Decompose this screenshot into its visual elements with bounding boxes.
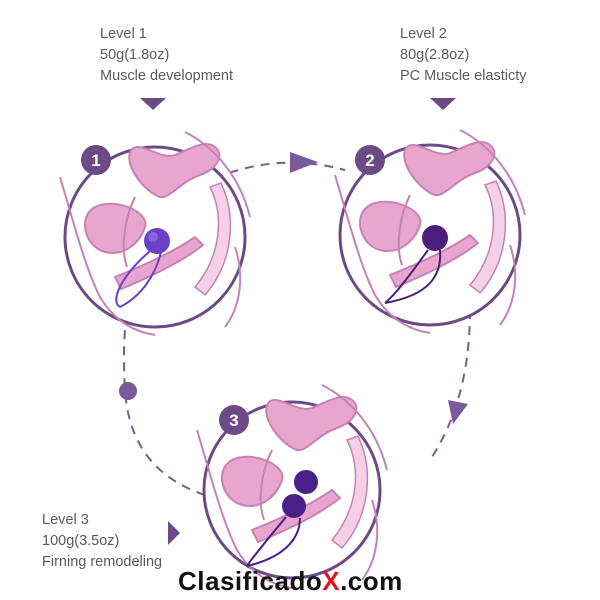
level1-illustration: [59, 131, 251, 336]
level2-purpose: PC Muscle elasticty: [400, 68, 527, 84]
arrow-down-icon: [448, 400, 468, 424]
level1-caption: Level 1 50g(1.8oz) Muscle development: [100, 24, 233, 87]
level1-badge-number: 1: [91, 151, 100, 170]
cycle-dot-icon: [119, 382, 137, 400]
level2-badge-number: 2: [365, 151, 374, 170]
arrow-right-icon: [290, 152, 318, 173]
level3-badge-number: 3: [229, 411, 238, 430]
level2-weight: 80g(2.8oz): [400, 47, 470, 63]
level3-badge: 3: [219, 405, 249, 435]
level1-badge: 1: [81, 145, 111, 175]
level3-purpose: Firning remodeling: [42, 554, 163, 570]
watermark-accent: X: [322, 566, 341, 596]
level3-weight: 100g(3.5oz): [42, 533, 120, 549]
level3-pointer-icon: [168, 521, 180, 545]
connector-3-to-1: [123, 304, 206, 496]
level1-purpose: Muscle development: [100, 68, 233, 84]
watermark-prefix: Clasificado: [178, 566, 323, 596]
level2-badge: 2: [355, 145, 385, 175]
level1-title: Level 1: [100, 26, 147, 42]
level1-pointer-icon: [140, 98, 166, 110]
watermark-logo: ClasificadoX.com: [178, 566, 403, 597]
level2-caption: Level 2 80g(2.8oz) PC Muscle elasticty: [400, 24, 527, 87]
connector-2-to-3: [429, 309, 471, 461]
level3-caption: Level 3 100g(3.5oz) Firning remodeling: [42, 510, 162, 573]
level2-illustration: [334, 129, 526, 334]
level1-weight: 50g(1.8oz): [100, 47, 170, 63]
level3-title: Level 3: [42, 512, 89, 528]
level2-title: Level 2: [400, 26, 447, 42]
watermark-suffix: .com: [340, 566, 403, 596]
level3-illustration: [196, 384, 388, 589]
level2-pointer-icon: [430, 98, 456, 110]
